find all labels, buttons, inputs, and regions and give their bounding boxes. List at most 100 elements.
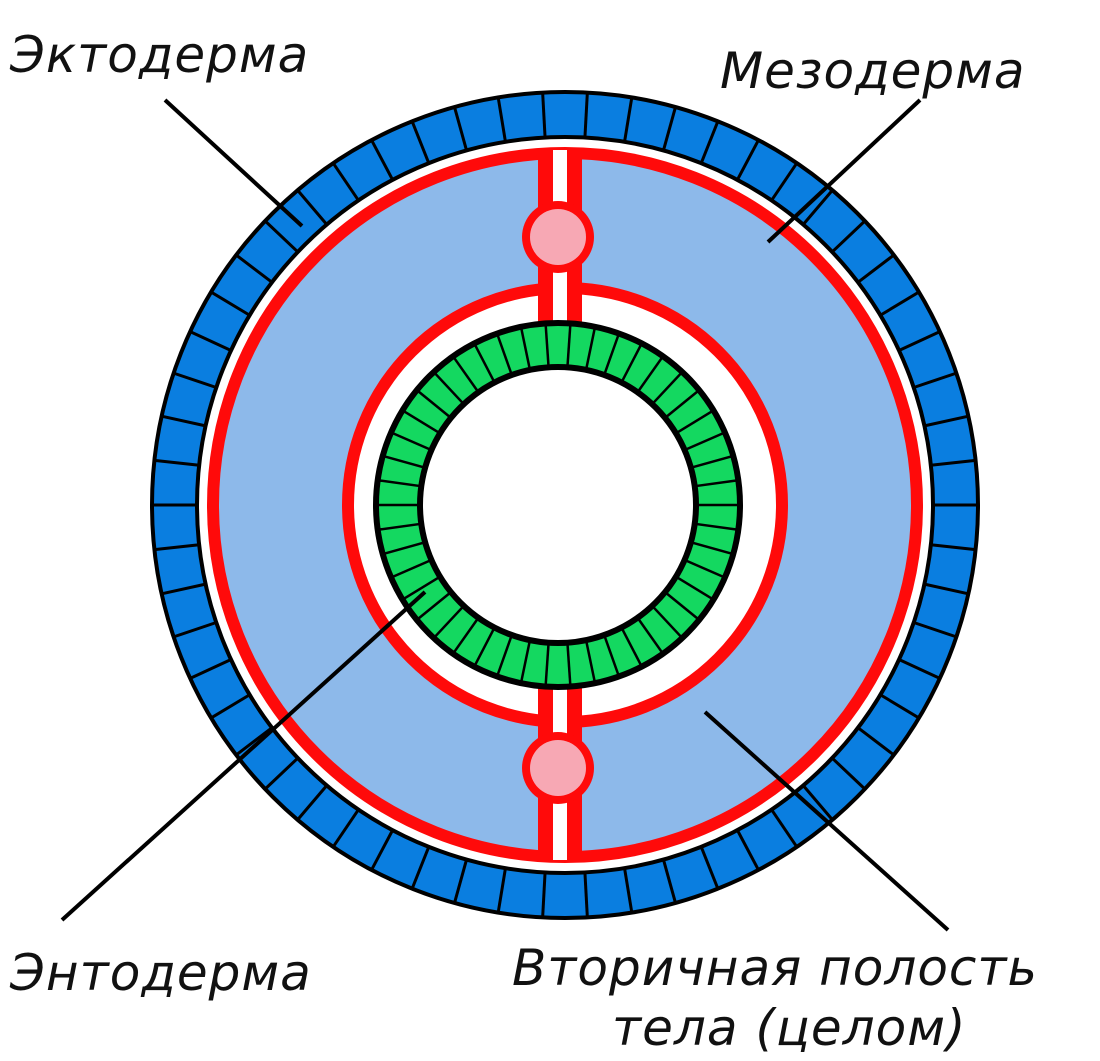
ectoderm-cell-boundary (736, 139, 760, 181)
endoderm-cell-boundary (417, 390, 451, 418)
ectoderm-cell-boundary (879, 290, 920, 317)
endoderm-cell-boundary (453, 357, 479, 392)
endoderm-cells (378, 325, 738, 685)
mesoderm-pointer (766, 98, 922, 244)
label-coelom-line2: тела (целом) (612, 999, 966, 1057)
ectoderm-cell-boundary (541, 92, 547, 138)
ectoderm-cell-boundary (699, 846, 720, 890)
endoderm-cell-boundary (434, 606, 464, 638)
endoderm-cell-boundary (474, 628, 495, 666)
ectoderm-cell-boundary (541, 872, 547, 918)
ectoderm-cell-boundary (370, 139, 394, 181)
endoderm-cell-boundary (417, 592, 451, 620)
ectoderm-cell-boundary (662, 859, 677, 904)
ectoderm-cell-boundary (154, 458, 200, 467)
endoderm-cell-boundary (696, 479, 737, 488)
endoderm-cell-boundary (685, 559, 724, 578)
ectoderm-cell-boundary (736, 829, 760, 871)
ectoderm-cell-boundary (699, 120, 720, 164)
endoderm-cell-boundary (392, 432, 431, 451)
endoderm-cell-boundary (434, 372, 464, 404)
endoderm-layer (373, 320, 743, 690)
ectoderm-cell-boundary (496, 97, 507, 143)
ventral-vessel (530, 740, 586, 796)
endoderm-cell-boundary (585, 328, 596, 369)
ectoderm-cell-boundary (913, 371, 957, 389)
ectoderm-cell-boundary (898, 658, 941, 680)
ectoderm-cell-boundary (189, 330, 232, 352)
endoderm-cell-boundary (676, 576, 713, 600)
ectoderm-cell-boundary (879, 693, 920, 720)
coelom-pointer (703, 710, 950, 932)
dorsal-vessel (530, 209, 586, 265)
ectoderm-cell-boundary (802, 784, 834, 821)
ectoderm-cell-boundary (496, 867, 507, 913)
endoderm-cell-boundary (665, 390, 699, 418)
ectoderm-pointer (163, 98, 304, 228)
ectoderm-cells (152, 92, 978, 918)
ectoderm-cell-boundary (831, 219, 866, 254)
ectoderm-cell-boundary (331, 162, 360, 202)
endoderm-cell-boundary (665, 592, 699, 620)
leader-lines (60, 98, 950, 932)
ectoderm-cell-boundary (235, 726, 273, 757)
label-mesoderm: Мезодерма (720, 42, 1026, 100)
endoderm-cell-boundary (637, 357, 663, 392)
ectoderm-cell-boundary (924, 414, 969, 428)
ectoderm-cell-boundary (264, 219, 299, 254)
endoderm-cell-boundary (520, 641, 531, 682)
endoderm-cell-boundary (585, 641, 596, 682)
endoderm-cell-boundary (621, 628, 642, 666)
endoderm-cell-boundary (692, 541, 732, 555)
ectoderm-cell-boundary (770, 162, 799, 202)
endoderm-cell-boundary (676, 410, 713, 434)
ectoderm-cell-boundary (831, 756, 866, 791)
endoderm-cell-boundary (496, 636, 513, 676)
ectoderm-cell-boundary (583, 872, 589, 918)
ectoderm-cell-boundary (161, 414, 206, 428)
label-endoderm: Энтодерма (9, 944, 312, 1002)
ectoderm-cell-boundary (913, 621, 957, 639)
ectoderm-cell-boundary (583, 92, 589, 138)
endoderm-cell-boundary (696, 522, 737, 531)
ectoderm-cell-boundary (924, 582, 969, 596)
ectoderm-cell-boundary (662, 106, 677, 151)
endoderm-cell-boundary (603, 334, 620, 374)
ectoderm-cell-boundary (296, 784, 328, 821)
endoderm-cell-boundary (384, 455, 424, 469)
ectoderm-cell-boundary (857, 726, 895, 757)
ectoderm-cell-boundary (189, 658, 232, 680)
ectoderm-cell-boundary (930, 458, 976, 467)
endoderm-cell-boundary (685, 432, 724, 451)
endoderm-cell-boundary (384, 541, 424, 555)
endoderm-cell-boundary (637, 618, 663, 653)
endoderm-cell-boundary (520, 328, 531, 369)
ectoderm-cell-boundary (154, 543, 200, 552)
endoderm-pointer (60, 590, 427, 922)
endoderm-cell-boundary (392, 559, 431, 578)
ectoderm-cell-boundary (770, 808, 799, 848)
ectoderm-cell-boundary (857, 253, 895, 284)
endoderm-cell-boundary (652, 372, 682, 404)
endoderm-cell-boundary (566, 644, 572, 685)
endoderm-cell-boundary (566, 325, 572, 366)
label-coelom-line1: Вторичная полость (512, 939, 1038, 997)
ectoderm-cell-boundary (161, 582, 206, 596)
ectoderm-cell-boundary (623, 97, 634, 143)
ectoderm-cell-boundary (173, 621, 217, 639)
ectoderm-cell-boundary (235, 253, 273, 284)
endoderm-cell-boundary (652, 606, 682, 638)
ectoderm-cell-boundary (264, 756, 299, 791)
endoderm-cell-boundary (544, 644, 550, 685)
endoderm-cell-boundary (403, 410, 440, 434)
endoderm-cell-boundary (603, 636, 620, 676)
ectoderm-cell-boundary (930, 543, 976, 552)
ectoderm-cell-boundary (802, 189, 834, 226)
ectoderm-cell-boundary (210, 693, 251, 720)
endoderm-cell-boundary (403, 576, 440, 600)
ectoderm-cell-boundary (331, 808, 360, 848)
endoderm-cell-boundary (621, 344, 642, 382)
ectoderm-cell-boundary (453, 106, 468, 151)
ectoderm-cell-boundary (410, 846, 431, 890)
